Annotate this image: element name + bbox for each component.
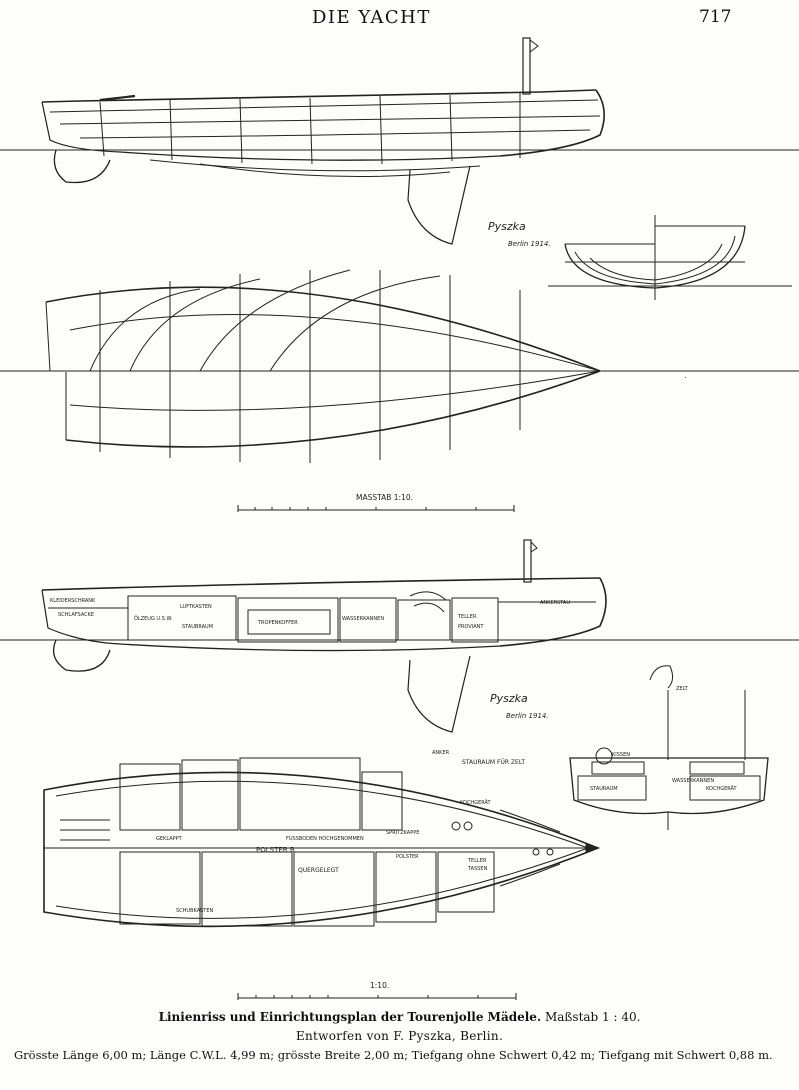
label-spritzkappe: SPRITZKAPPE <box>386 830 419 836</box>
technical-drawings: Pyszka Berlin 1914. <box>0 37 799 1000</box>
label-section-stauraum: STAURAUM <box>590 786 618 792</box>
arrangement-mast <box>523 539 532 583</box>
label-kochgeraet: KOCHGERÄT <box>460 799 492 806</box>
running-header: DIE YACHT 717 <box>0 5 799 29</box>
label-proviant: PROVIANT <box>458 624 484 630</box>
caption-dimensions: Grösste Länge 6,00 m; Länge C.W.L. 4,99 … <box>14 1048 773 1062</box>
arrangement-signature-name: Pyszka <box>490 692 528 705</box>
arrangement-profile-view <box>0 539 799 733</box>
label-stauraum: STAUBRAUM <box>182 624 213 630</box>
label-ankerstau: ANKERSTAU <box>540 600 570 606</box>
label-luftkasten: LUFTKASTEN <box>180 604 212 610</box>
journal-title: DIE YACHT <box>312 7 431 28</box>
arrangement-section-view <box>569 665 769 830</box>
arrangement-scale-bar: 1:10. <box>237 981 517 1000</box>
label-kleiderschrank: KLEIDERSCHRANK <box>50 598 96 604</box>
label-plan-teller: TELLER <box>467 858 487 864</box>
arrangement-signature-date: Berlin 1914. <box>506 712 549 720</box>
keel-line <box>119 151 501 161</box>
label-fussboden: FUSSBODEN HOCHGENOMMEN <box>286 836 364 842</box>
caption-designer: Entworfen von F. Pyszka, Berlin. <box>295 1029 504 1043</box>
caption-title: Linienriss und Einrichtungsplan der Tour… <box>0 1010 799 1024</box>
lines-signature-name: Pyszka <box>488 220 526 233</box>
label-section-kochgeraet: KOCHGERÄT <box>706 785 738 792</box>
label-teller: TELLER <box>457 614 477 620</box>
mast <box>522 37 531 95</box>
body-plan-view <box>548 215 792 300</box>
transom <box>41 101 121 153</box>
label-anker: ANKER <box>432 750 450 756</box>
label-tropenkoffer: TROPENKOFFER <box>257 620 298 626</box>
lines-signature-date: Berlin 1914. <box>508 240 551 248</box>
lines-scale-label: MASSTAB 1:10. <box>356 493 413 502</box>
sheerline <box>41 89 597 103</box>
label-schubkasten: SCHUBKASTEN <box>176 908 214 914</box>
svg-text:.: . <box>684 371 687 380</box>
lines-profile-view <box>0 37 799 245</box>
label-geklappt: GEKLAPPT <box>156 836 183 842</box>
label-quergelegt: QUERGELEGT <box>298 867 339 874</box>
arrangement-section-labels: ZELT KISSEN STAURAUM WASSERKANNEN KOCHGE… <box>590 686 738 792</box>
stem <box>499 89 605 157</box>
label-section-wasserkannen: WASSERKANNEN <box>672 778 714 784</box>
label-oelzeug: ÖLZEUG U.S.W. <box>134 615 173 622</box>
centreboard <box>407 165 471 245</box>
rudder <box>53 149 111 184</box>
half-breadth-view: . <box>0 269 799 463</box>
label-polster: POLSTER <box>396 854 419 860</box>
arrangement-scale-label: 1:10. <box>370 981 389 990</box>
lines-scale-bar: MASSTAB 1:10. <box>237 493 515 512</box>
arrangement-plan-view <box>43 757 601 928</box>
caption-scale: Maßstab 1 : 40. <box>544 1010 641 1024</box>
caption-title-text: Linienriss und Einrichtungsplan der Tour… <box>158 1010 542 1024</box>
lines-signature: Pyszka Berlin 1914. <box>488 220 551 248</box>
arrangement-profile-labels: KLEIDERSCHRANK SCHLAFSACKE ÖLZEUG U.S.W.… <box>50 598 570 630</box>
label-stauraum-zelt: STAURAUM FÜR ZELT <box>462 759 525 766</box>
label-tassen: TASSEN <box>467 866 488 872</box>
label-kissen: KISSEN <box>612 752 630 758</box>
arrangement-plan-labels: ANKER STAURAUM FÜR ZELT POLSTER B FUSSBO… <box>156 750 525 914</box>
label-schlafsacke: SCHLAFSACKE <box>58 612 94 618</box>
label-zelt: ZELT <box>676 686 689 692</box>
label-polster-b: POLSTER B <box>256 846 295 854</box>
page-number: 717 <box>699 7 732 27</box>
label-wasserkannen: WASSERKANNEN <box>342 616 384 622</box>
arrangement-signature: Pyszka Berlin 1914. <box>490 692 549 720</box>
